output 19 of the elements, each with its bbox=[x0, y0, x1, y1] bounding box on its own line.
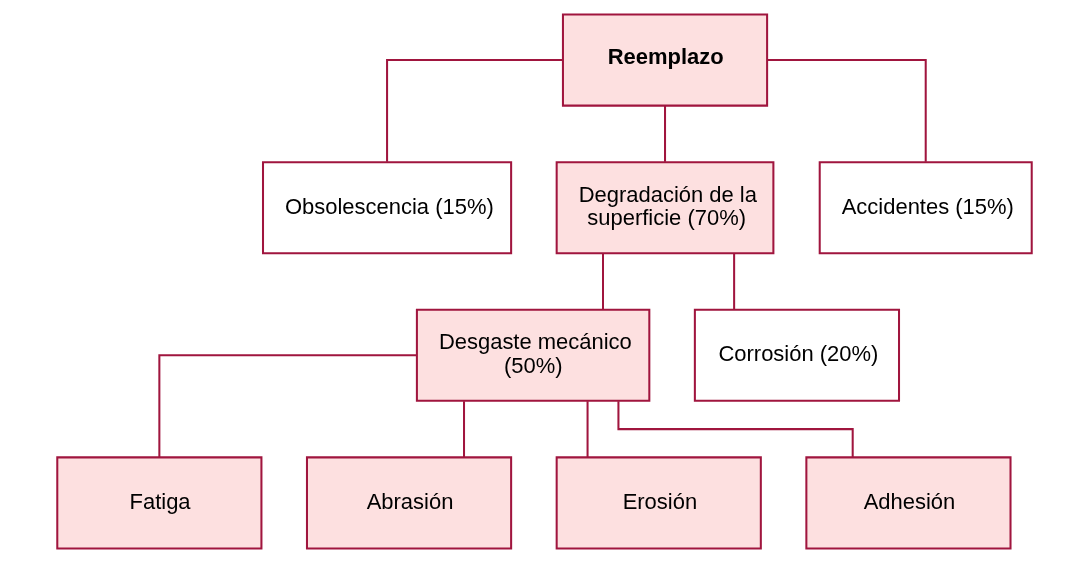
connector bbox=[663, 106, 666, 162]
node-box: Corrosión (20%) bbox=[693, 308, 900, 402]
node-box: Erosión bbox=[555, 456, 762, 550]
node-box: Degradación de la superficie (70%) bbox=[555, 161, 774, 255]
node-box: Abrasión bbox=[305, 456, 512, 550]
connector bbox=[462, 401, 465, 458]
connector bbox=[385, 59, 563, 162]
connector bbox=[601, 253, 604, 310]
node-box: Adhesión bbox=[804, 456, 1012, 550]
node-box: Fatiga bbox=[55, 456, 262, 550]
connector bbox=[157, 354, 417, 457]
node-box: Desgaste mecánico (50%) bbox=[415, 308, 650, 402]
connector bbox=[732, 253, 735, 310]
node-box: Obsolescencia (15%) bbox=[261, 161, 512, 255]
node-box: Reemplazo bbox=[561, 13, 768, 107]
connector bbox=[766, 59, 927, 162]
node-box: Accidentes (15%) bbox=[818, 161, 1033, 255]
connector bbox=[586, 401, 589, 458]
connector bbox=[616, 401, 854, 457]
